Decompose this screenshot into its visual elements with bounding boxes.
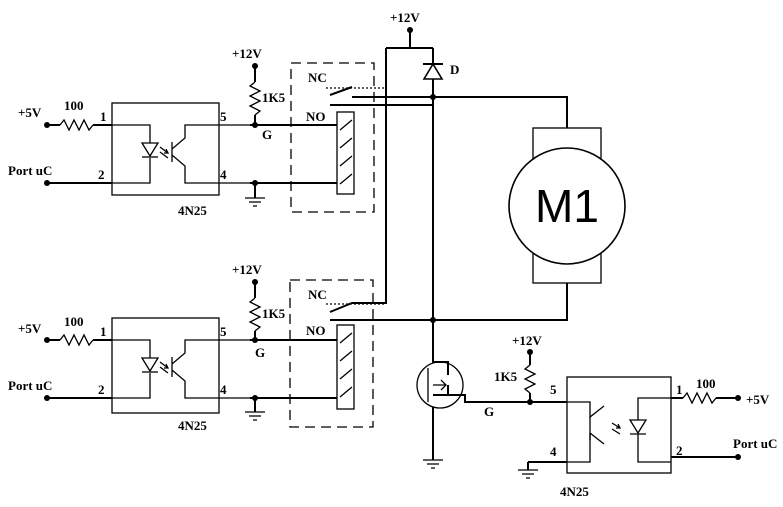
lower-pullup-label: 1K5 xyxy=(262,306,286,321)
svg-text:2: 2 xyxy=(98,382,105,397)
svg-text:5: 5 xyxy=(220,324,227,339)
flyback-diode: D xyxy=(422,62,459,97)
svg-text:NC: NC xyxy=(308,287,327,302)
mosfet-pullup-label: 1K5 xyxy=(494,369,518,384)
mosfet-supply-label: +12V xyxy=(512,333,542,348)
svg-text:2: 2 xyxy=(676,443,683,458)
svg-text:1: 1 xyxy=(676,382,683,397)
upper-input-resistor xyxy=(59,118,94,132)
lower-opto-part: 4N25 xyxy=(178,418,207,433)
upper-supply-label: +5V xyxy=(18,105,42,120)
top-supply: +12V xyxy=(386,10,434,64)
mosfet-resistor-label: 100 xyxy=(696,376,716,391)
upper-gate-label: G xyxy=(262,127,272,142)
mosfet-input-supply: +5V xyxy=(746,392,770,407)
upper-optocoupler xyxy=(111,102,220,196)
svg-text:1: 1 xyxy=(100,324,107,339)
svg-text:NO: NO xyxy=(306,323,326,338)
lower-relay-supply: +12V xyxy=(232,262,262,277)
motor-label: M1 xyxy=(535,180,599,232)
upper-opto-part: 4N25 xyxy=(178,203,207,218)
mosfet-channel: G +12V 1K5 5 4N25 4 1 2 100 +5V Port uC xyxy=(416,333,777,499)
svg-text:1: 1 xyxy=(100,109,107,124)
svg-text:NO: NO xyxy=(306,109,326,124)
mosfet-opto-part: 4N25 xyxy=(560,484,589,499)
upper-pullup-label: 1K5 xyxy=(262,90,286,105)
upper-resistor-label: 100 xyxy=(64,98,84,113)
lower-port-label: Port uC xyxy=(8,378,52,393)
lower-channel: +5V 100 Port uC 1 2 4N25 5 4 +12V 1K5 G … xyxy=(8,262,433,433)
svg-text:2: 2 xyxy=(98,167,105,182)
upper-relay-outline xyxy=(290,62,375,213)
diode-label: D xyxy=(450,62,459,77)
upper-relay-coil xyxy=(336,111,355,195)
mosfet-port-label: Port uC xyxy=(733,436,777,451)
svg-text:5: 5 xyxy=(220,109,227,124)
lower-supply-label: +5V xyxy=(18,321,42,336)
lower-resistor-label: 100 xyxy=(64,314,84,329)
svg-text:4: 4 xyxy=(220,382,227,397)
lower-relay-coil xyxy=(336,324,355,410)
upper-channel: +5V 100 Port uC 1 2 4N25 5 4 +12V 1K5 G xyxy=(8,46,433,218)
top-supply-label: +12V xyxy=(390,10,420,25)
mosfet-gate-label: G xyxy=(484,404,494,419)
svg-text:4: 4 xyxy=(220,167,227,182)
lower-input-resistor xyxy=(59,333,94,347)
svg-text:5: 5 xyxy=(550,382,557,397)
lower-relay-outline xyxy=(289,279,374,428)
svg-text:NC: NC xyxy=(308,70,327,85)
motor-m1: M1 xyxy=(433,96,626,321)
upper-relay-supply: +12V xyxy=(232,46,262,61)
lower-gate-label: G xyxy=(255,345,265,360)
svg-text:4: 4 xyxy=(550,444,557,459)
upper-port-label: Port uC xyxy=(8,163,52,178)
